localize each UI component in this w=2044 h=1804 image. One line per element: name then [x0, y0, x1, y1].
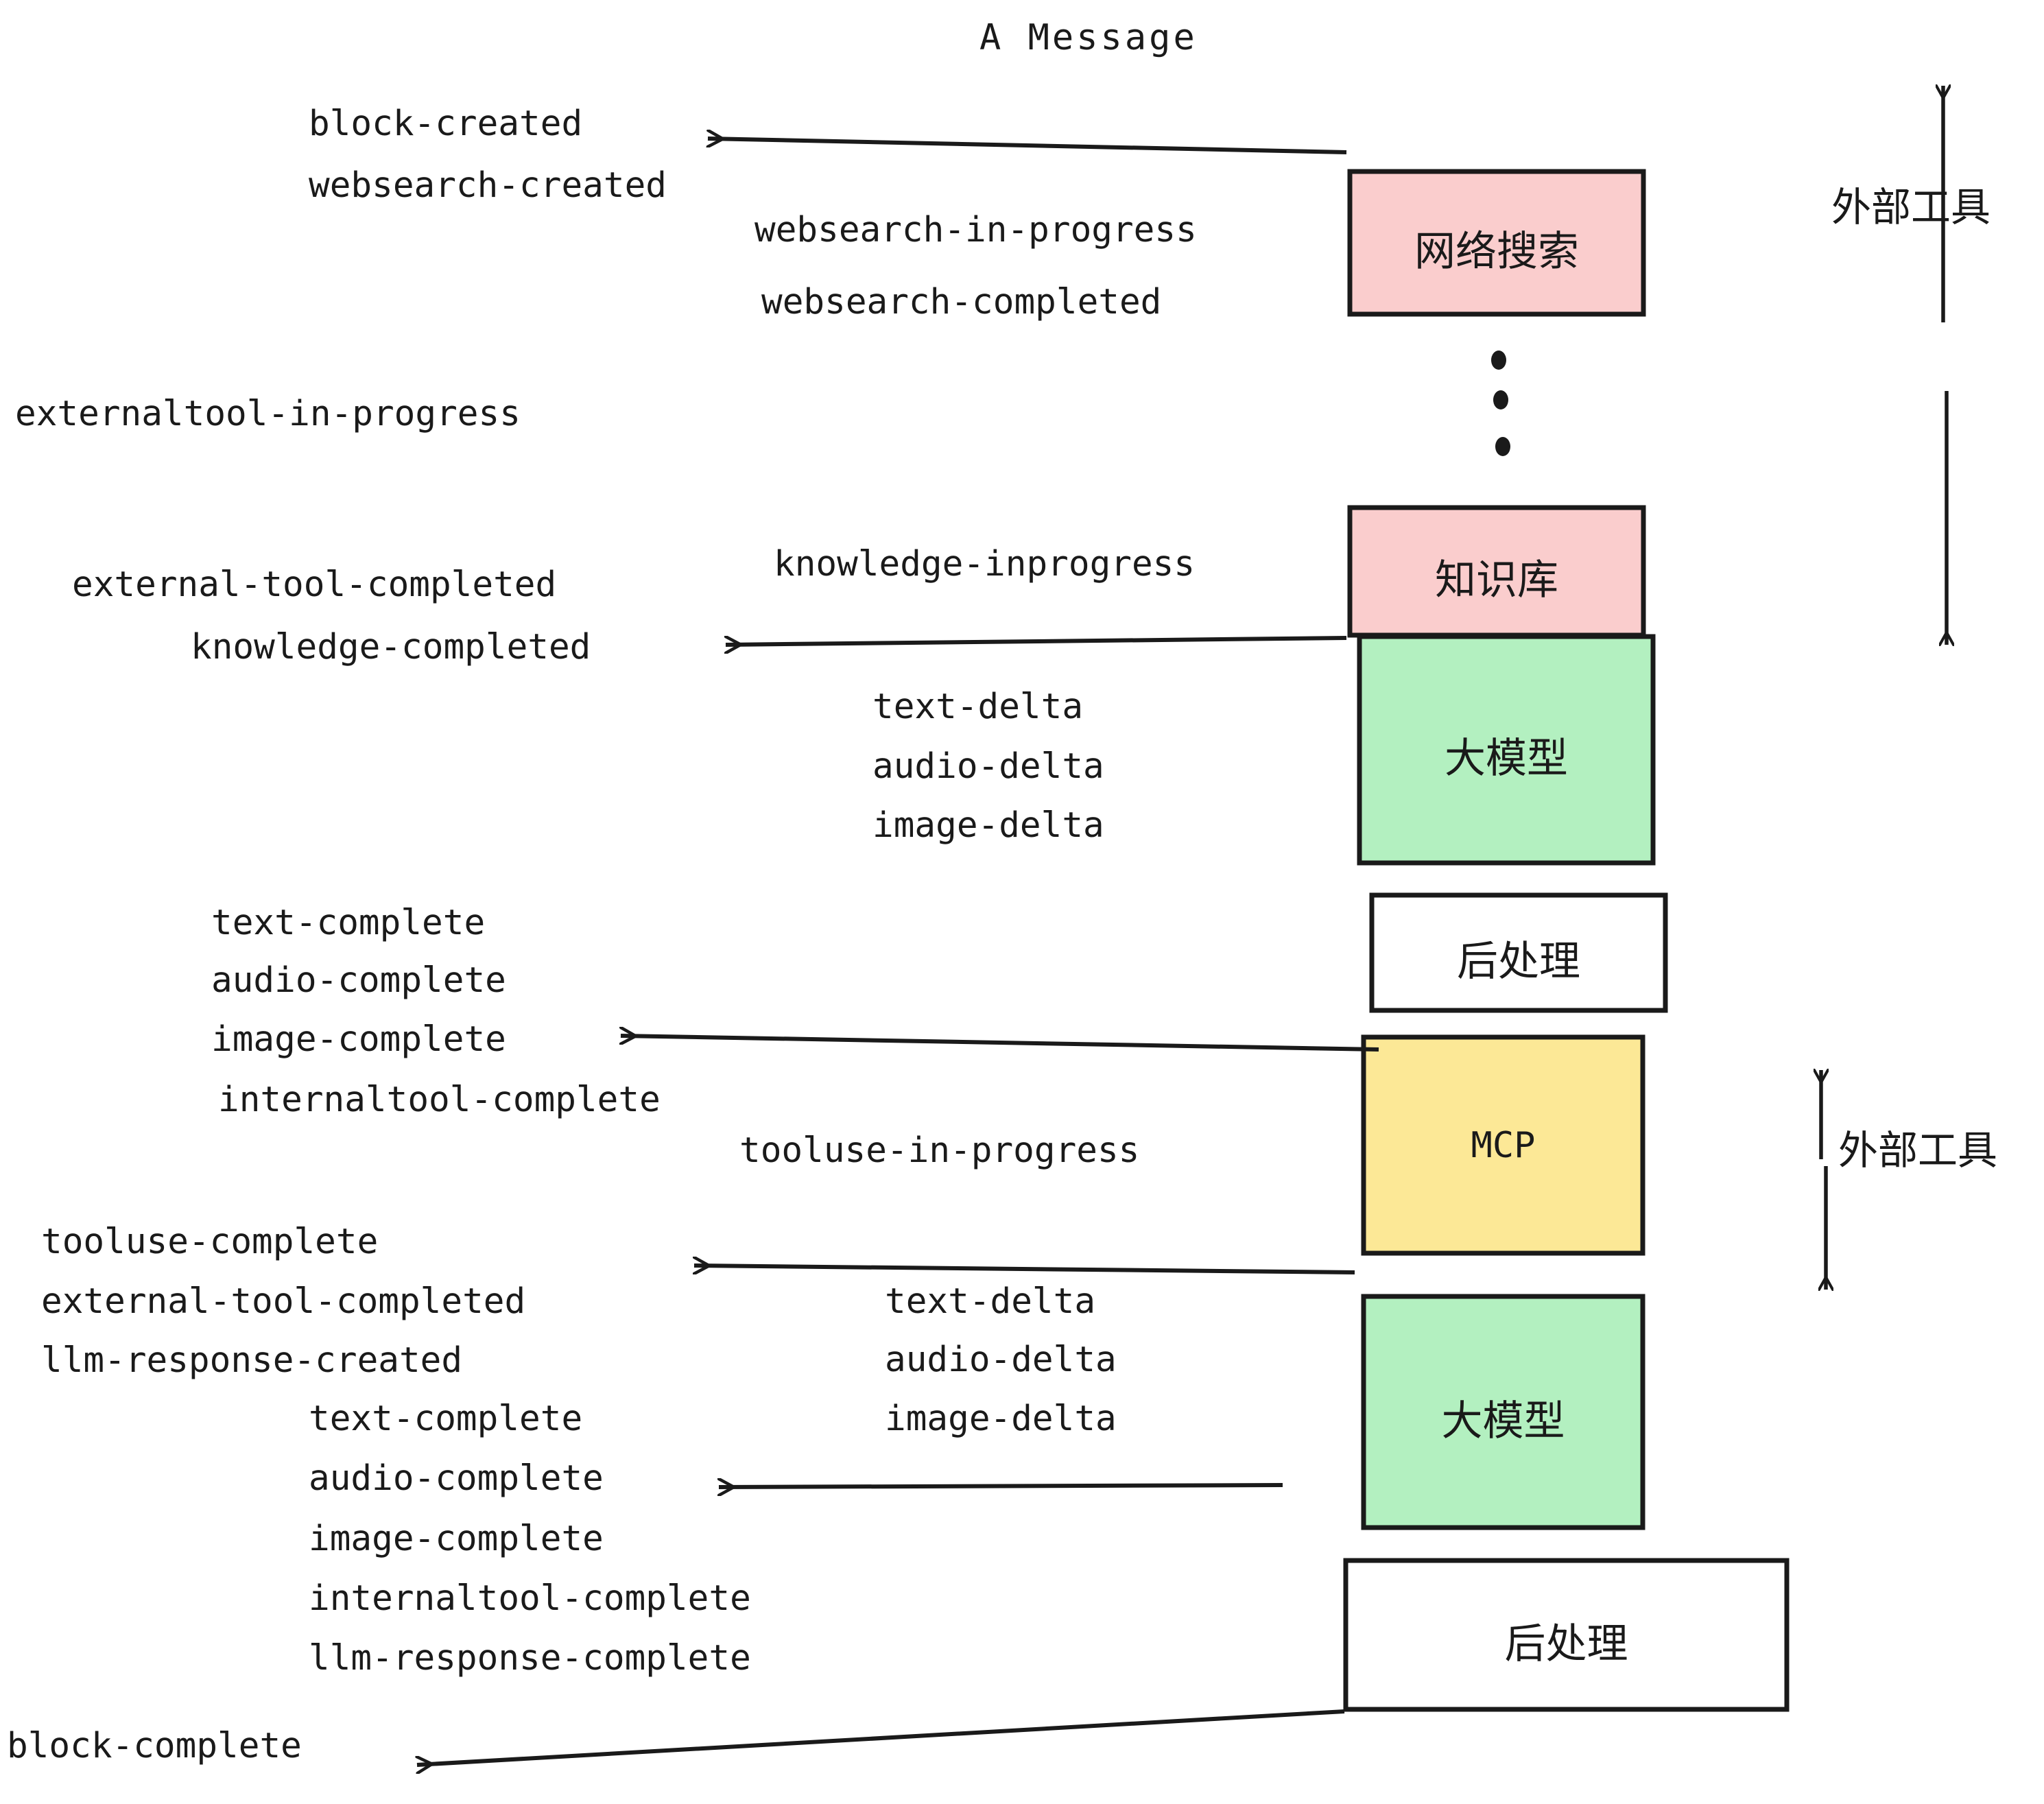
- box-postprocess-top: [1369, 892, 1668, 1013]
- arrow-knowledge-to-completed: [726, 638, 1347, 645]
- event-label-audio-delta-2: audio-delta: [885, 1340, 1117, 1380]
- event-label-externaltool-in-progress: externaltool-in-progress: [15, 394, 521, 434]
- box-label-postprocess-bottom: 后处理: [1504, 1619, 1628, 1668]
- box-label-llm-top: 大模型: [1445, 735, 1568, 783]
- event-label-llm-response-created: llm-response-created: [41, 1340, 463, 1381]
- event-label-text-delta-2: text-delta: [885, 1281, 1096, 1322]
- side-label-external-tool-bottom: 外部工具: [1838, 1127, 1998, 1174]
- ellipsis-dots: [1491, 351, 1510, 456]
- box-mcp: [1361, 1034, 1645, 1256]
- event-label-block-complete: block-complete: [7, 1726, 302, 1766]
- arrows-layer: [417, 139, 1379, 1765]
- event-label-audio-delta-1: audio-delta: [872, 746, 1104, 787]
- box-llm-top: [1357, 634, 1656, 866]
- box-label-websearch: 网络搜索: [1414, 228, 1579, 276]
- side-arrows-layer: [1821, 86, 1947, 1290]
- box-label-postprocess-top: 后处理: [1457, 938, 1580, 986]
- event-label-text-delta-1: text-delta: [872, 687, 1084, 727]
- event-label-block-created: block-created: [309, 104, 583, 144]
- event-label-image-complete-2: image-complete: [309, 1519, 604, 1559]
- event-label-image-complete-1: image-complete: [211, 1019, 506, 1060]
- arrow-mcp-to-tooluse-complete: [694, 1266, 1355, 1272]
- event-label-external-tool-completed-2: external-tool-completed: [41, 1281, 526, 1322]
- ellipsis-dot: [1493, 390, 1508, 410]
- box-websearch: [1347, 169, 1646, 317]
- event-label-tooluse-complete: tooluse-complete: [41, 1222, 379, 1262]
- event-label-websearch-completed: websearch-completed: [761, 282, 1162, 322]
- event-label-external-tool-completed-1: external-tool-completed: [72, 565, 557, 605]
- page-title: A Message: [979, 17, 1198, 58]
- box-knowledge: [1347, 505, 1646, 638]
- event-label-audio-complete-1: audio-complete: [211, 960, 506, 1001]
- event-label-websearch-in-progress: websearch-in-progress: [754, 210, 1197, 250]
- arrow-postprocess-to-block-complete: [417, 1709, 1345, 1765]
- boxes-layer: [1343, 169, 1790, 1712]
- event-label-text-complete-1: text-complete: [211, 903, 486, 943]
- event-label-image-delta-1: image-delta: [872, 805, 1104, 846]
- event-label-knowledge-inprogress: knowledge-inprogress: [774, 544, 1196, 584]
- side-label-external-tool-top: 外部工具: [1831, 184, 1991, 230]
- box-label-mcp: MCP: [1471, 1124, 1536, 1166]
- event-label-knowledge-completed: knowledge-completed: [191, 627, 591, 667]
- arrow-llm-to-image-complete: [621, 1036, 1379, 1052]
- event-label-websearch-created: websearch-created: [309, 165, 667, 206]
- box-label-llm-bottom: 大模型: [1441, 1397, 1565, 1445]
- arrow-websearch-to-block-created: [708, 139, 1347, 154]
- event-label-text-complete-2: text-complete: [309, 1399, 583, 1439]
- event-label-llm-response-complete: llm-response-complete: [309, 1638, 751, 1678]
- ellipsis-dot: [1495, 437, 1510, 456]
- event-label-internaltool-complete-1: internaltool-complete: [218, 1080, 661, 1120]
- event-label-image-delta-2: image-delta: [885, 1399, 1117, 1439]
- arrow-llm2-to-audio-complete: [719, 1485, 1283, 1487]
- event-label-audio-complete-2: audio-complete: [309, 1458, 604, 1499]
- box-postprocess-bottom: [1343, 1558, 1790, 1712]
- event-label-tooluse-in-progress: tooluse-in-progress: [739, 1130, 1140, 1171]
- box-label-knowledge: 知识库: [1435, 556, 1558, 604]
- event-label-internaltool-complete-2: internaltool-complete: [309, 1578, 751, 1619]
- ellipsis-dot: [1491, 351, 1506, 370]
- box-llm-bottom: [1361, 1294, 1645, 1530]
